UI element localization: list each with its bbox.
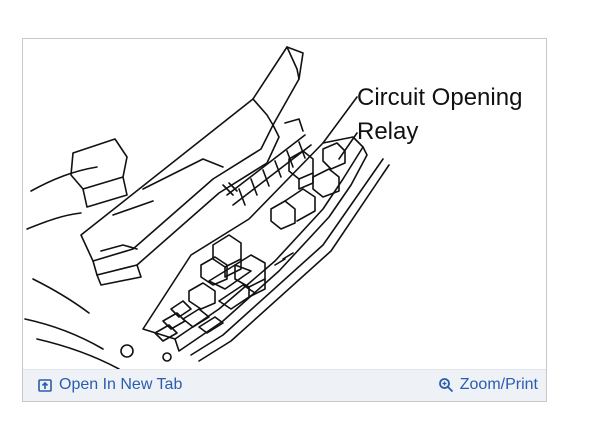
zoom-print-link[interactable]: Zoom/Print xyxy=(438,376,538,394)
callout-line-2: Relay xyxy=(357,118,419,145)
magnifier-icon xyxy=(438,377,454,393)
open-in-new-tab-icon xyxy=(37,377,53,393)
fuse-box-line-drawing xyxy=(24,46,390,369)
image-toolbar: Open In New Tab Zoom/Print xyxy=(23,369,546,401)
open-in-new-tab-label: Open In New Tab xyxy=(59,376,183,393)
image-card: Circuit Opening Relay Open In New Tab xyxy=(22,38,547,402)
relay-location-diagram: Circuit Opening Relay xyxy=(23,39,546,369)
open-in-new-tab-link[interactable]: Open In New Tab xyxy=(37,376,182,394)
callout-line-1: Circuit Opening xyxy=(357,84,523,111)
zoom-print-label: Zoom/Print xyxy=(459,376,538,393)
relay-callout-label: Circuit Opening Relay xyxy=(357,81,522,149)
